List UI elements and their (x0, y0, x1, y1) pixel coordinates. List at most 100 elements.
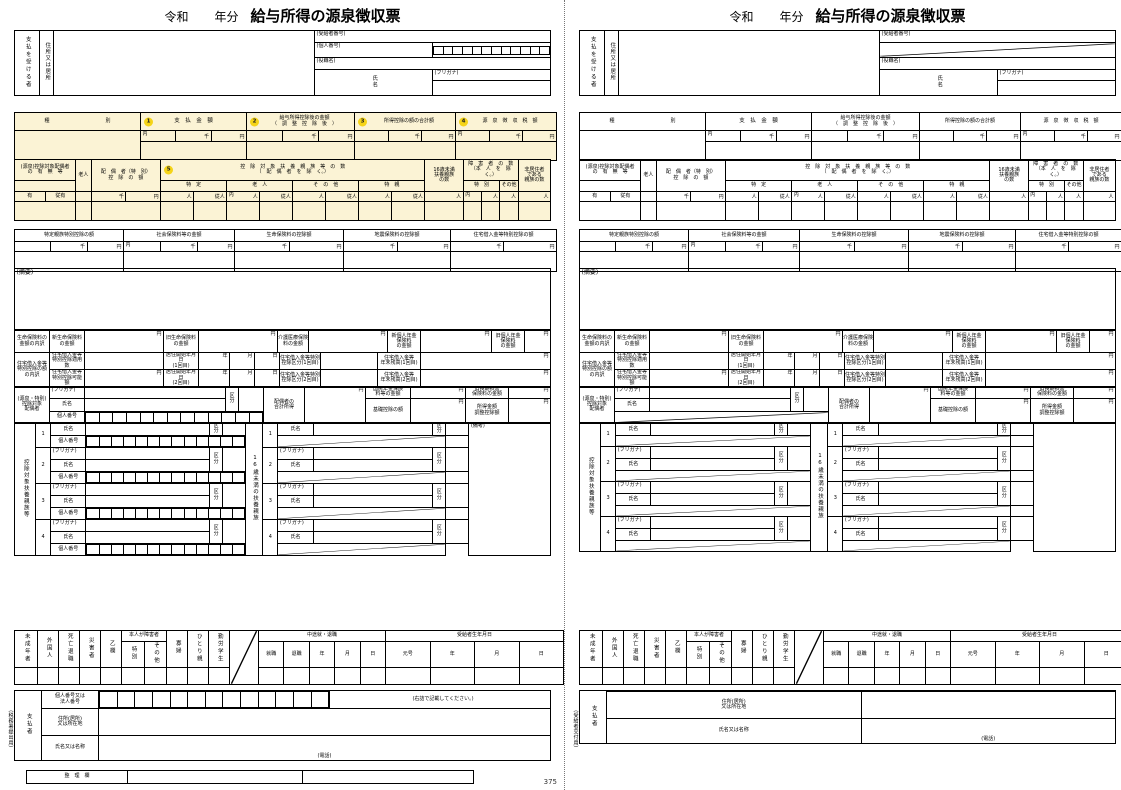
job-title-label[interactable]: (役職名) (314, 57, 551, 70)
minor-input-right[interactable] (579, 666, 603, 685)
dep-2-kubun-input[interactable] (222, 447, 247, 472)
old-life-input-right[interactable]: 円 (763, 330, 843, 353)
birth-day-input-right[interactable] (1083, 666, 1121, 685)
mid-day-input[interactable] (359, 666, 387, 685)
recipient-name-input-right[interactable] (997, 80, 1116, 96)
old-pension-input-right[interactable]: 円 (1089, 330, 1116, 353)
gengo-input[interactable] (385, 666, 431, 685)
retired-input-right[interactable] (848, 666, 875, 685)
u16-4-furigana-input-right[interactable] (877, 516, 999, 529)
old-longterm-input-right[interactable]: 円 (1073, 386, 1116, 399)
working-student-input-right[interactable] (773, 666, 795, 685)
income-deduction-input[interactable] (354, 141, 456, 161)
remarks-cell-right[interactable] (1033, 422, 1116, 552)
dep-4-number-boxes[interactable] (85, 543, 247, 556)
dep-2-furigana-input[interactable] (85, 447, 211, 460)
u16-2-furigana-input-right[interactable] (877, 446, 999, 459)
old-pension-input[interactable]: 円 (524, 330, 551, 353)
u16-4-furigana-input[interactable] (312, 519, 434, 532)
self-disabled-sonota-input[interactable] (143, 666, 167, 685)
tokushin-input-a-right[interactable] (923, 201, 958, 221)
furigana-field[interactable]: (フリガナ) (432, 69, 551, 81)
spouse-kubun-input-right[interactable] (803, 386, 829, 412)
u16-2-name-input-right[interactable] (877, 458, 999, 471)
move-in-2-day[interactable]: 日 (254, 368, 280, 388)
tokutei-input-b[interactable] (193, 201, 228, 221)
self-disabled-tokubetsu-input-right[interactable] (686, 666, 710, 685)
payer-address-input[interactable] (98, 708, 551, 736)
u16-2-furigana-input[interactable] (312, 447, 434, 460)
foreigner-input[interactable] (37, 666, 59, 685)
old-longterm-input[interactable]: 円 (508, 386, 551, 399)
disabled-input-sonota-right[interactable] (1064, 201, 1084, 221)
joined-input-right[interactable] (822, 666, 850, 685)
after-deduction-input-right[interactable] (811, 141, 920, 161)
move-in-1-day-right[interactable]: 日 (819, 352, 845, 370)
otsu-input-right[interactable] (665, 666, 687, 685)
sonota-input-a[interactable] (292, 201, 327, 221)
nursing-med-input-right[interactable]: 円 (873, 330, 953, 353)
move-in-2-month[interactable]: 月 (229, 368, 255, 388)
new-pension-input[interactable]: 円 (420, 330, 492, 353)
furigana-field-right[interactable]: (フリガナ) (997, 69, 1116, 81)
tokushin-input-a[interactable] (358, 201, 393, 221)
housing-deductible-input[interactable]: 円 (84, 368, 164, 388)
disabled-input-sonota[interactable] (499, 201, 519, 221)
dep-3-number-boxes[interactable] (85, 507, 247, 520)
job-title-label-right[interactable]: (役職名) (879, 57, 1116, 70)
kind-input-right[interactable] (579, 130, 706, 161)
spouse-exists-input[interactable] (13, 201, 77, 221)
move-in-2-month-right[interactable]: 月 (794, 368, 820, 388)
mid-year-input-right[interactable] (873, 666, 901, 685)
dep-2-name-input[interactable] (85, 459, 211, 472)
u16-1-kubun-input-right[interactable] (1010, 422, 1035, 436)
housing-kubun-2-input[interactable] (320, 368, 378, 388)
basic-deduction-input[interactable]: 円 (410, 397, 466, 424)
housing-balance-1-input[interactable]: 円 (420, 352, 551, 370)
dep-4-furigana-input-right[interactable] (650, 516, 776, 529)
recipient-address-input[interactable] (53, 30, 315, 96)
dep-4-kubun-input-right[interactable] (787, 516, 812, 541)
spouse-name-input[interactable] (84, 397, 226, 412)
dep-3-kubun-input-right[interactable] (787, 481, 812, 506)
nonresident-input-right[interactable] (1082, 201, 1117, 221)
dep-3-kubun-input[interactable] (222, 483, 247, 508)
sonota-input-b[interactable] (325, 201, 360, 221)
dep-4-name-input[interactable] (85, 531, 211, 544)
rojin-input-a-right[interactable] (791, 201, 826, 221)
recipient-name-input[interactable] (432, 80, 551, 96)
u16-4-name-input-right[interactable] (877, 528, 999, 541)
u16-3-name-input[interactable] (312, 495, 434, 508)
payment-amount-input-right[interactable] (705, 141, 812, 161)
birth-year-input-right[interactable] (994, 666, 1040, 685)
rojin-input-b-right[interactable] (824, 201, 859, 221)
working-student-input[interactable] (208, 666, 230, 685)
spouse-exists-input-right[interactable] (578, 201, 642, 221)
under16-input-right[interactable] (989, 201, 1029, 221)
u16-1-name-input[interactable] (312, 423, 434, 436)
joined-input[interactable] (257, 666, 285, 685)
single-parent-input-right[interactable] (752, 666, 774, 685)
birth-year-input[interactable] (429, 666, 475, 685)
spouse-special-input[interactable] (90, 201, 162, 221)
individual-number-boxes[interactable] (432, 42, 551, 58)
tokutei-input-b-right[interactable] (758, 201, 793, 221)
birth-month-input[interactable] (474, 666, 520, 685)
disabled-input-uchi-right[interactable] (1027, 201, 1048, 221)
u16-1-kubun-input[interactable] (445, 422, 470, 436)
withholding-tax-input-right[interactable] (1020, 141, 1121, 161)
u16-4-kubun-input[interactable] (445, 519, 470, 544)
housing-applicable-input-right[interactable] (649, 352, 729, 370)
payer-number-boxes[interactable] (98, 690, 330, 709)
new-pension-input-right[interactable]: 円 (985, 330, 1057, 353)
housing-deductible-input-right[interactable]: 円 (649, 368, 729, 388)
dep-2-number-boxes[interactable] (85, 471, 247, 484)
dep-3-furigana-input-right[interactable] (650, 481, 776, 494)
dep-4-name-input-right[interactable] (650, 528, 776, 541)
housing-balance-1-input-right[interactable]: 円 (985, 352, 1116, 370)
move-in-2-day-right[interactable]: 日 (819, 368, 845, 388)
widow-input[interactable] (166, 666, 188, 685)
spouse-furigana-input-right[interactable] (649, 386, 791, 399)
receiver-number-label[interactable]: (受給者番号) (314, 30, 551, 43)
move-in-1-year[interactable]: 年 (198, 352, 230, 370)
